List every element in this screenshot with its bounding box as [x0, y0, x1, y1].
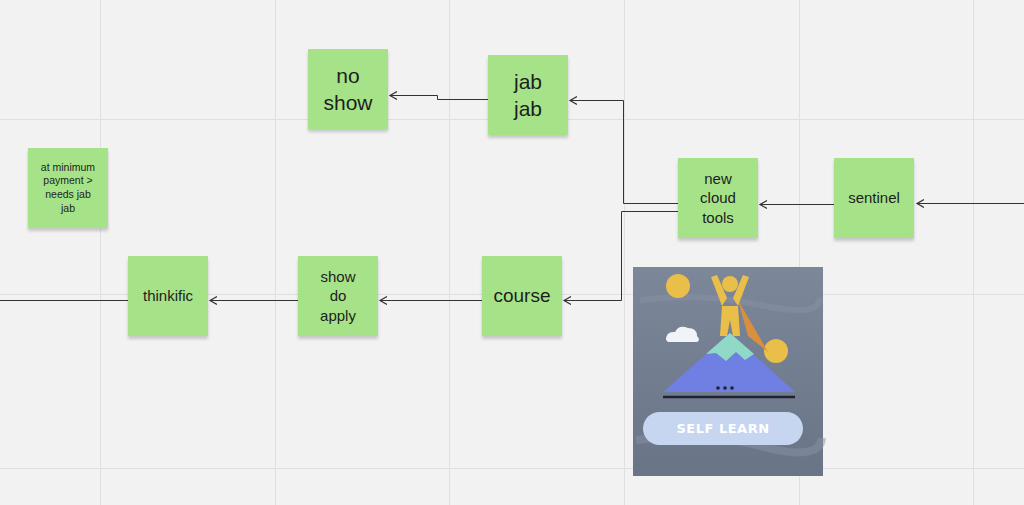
incoming-line: [917, 203, 1024, 204]
note-text: course: [484, 284, 560, 309]
arrow-connector: [380, 300, 482, 301]
note-text: sentinel: [836, 188, 912, 208]
image-caption: SELF LEARN: [643, 412, 803, 445]
sticky-note: at minimum payment > needs jab jab: [28, 148, 108, 228]
arrow-connector: [564, 212, 678, 301]
sticky-note: jab jab: [488, 55, 568, 135]
note-text: jab jab: [500, 68, 556, 123]
note-text: thinkific: [130, 286, 206, 306]
arrow-connector: [760, 204, 834, 205]
sticky-note: sentinel: [834, 158, 914, 238]
self-learn-illustration: [633, 267, 823, 476]
arrow-connector: [210, 300, 298, 301]
arrow-connector: [570, 101, 678, 204]
sticky-note: thinkific: [128, 256, 208, 336]
arrow-connector: [390, 96, 488, 100]
outgoing-line: [0, 300, 128, 301]
note-text: no show: [320, 62, 376, 117]
note-text: new cloud tools: [690, 169, 746, 228]
sticky-note: new cloud tools: [678, 158, 758, 238]
note-text: at minimum payment > needs jab jab: [39, 161, 97, 216]
sticky-note: no show: [308, 49, 388, 129]
note-text: show do apply: [313, 267, 363, 326]
sticky-note: course: [482, 256, 562, 336]
sticky-note: show do apply: [298, 256, 378, 336]
